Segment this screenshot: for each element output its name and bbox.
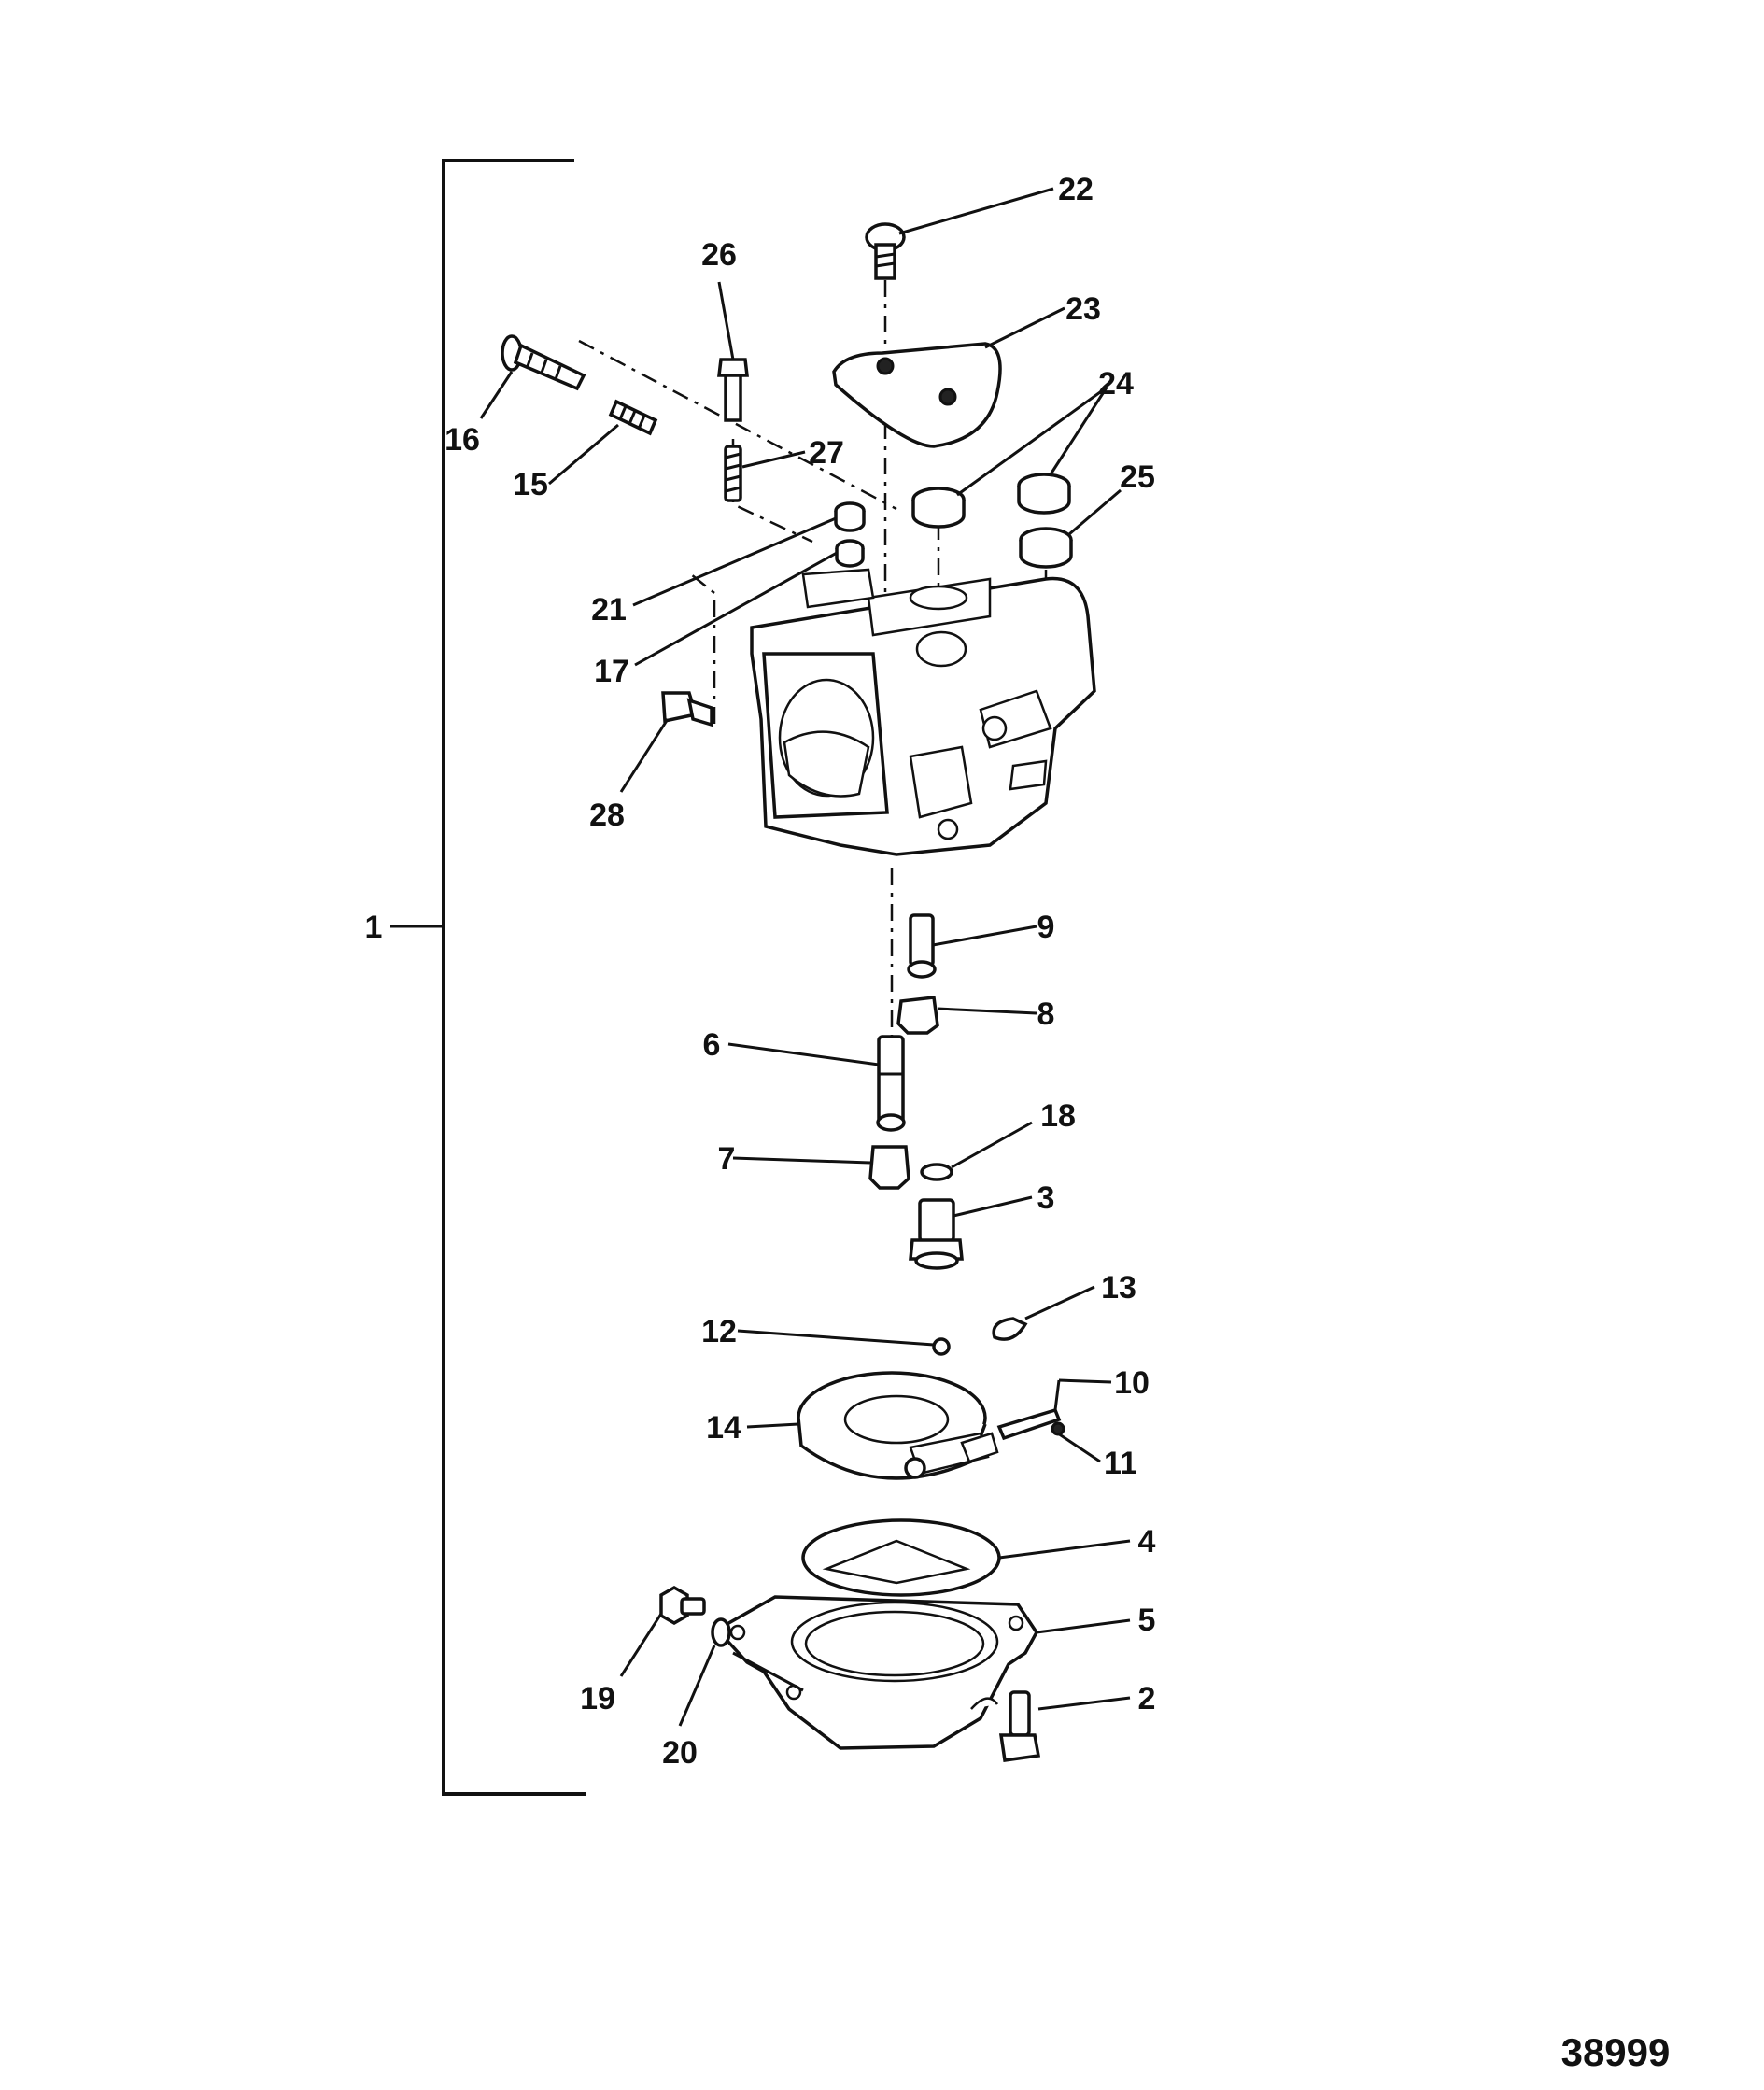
part-2-drain-screw bbox=[998, 1690, 1041, 1762]
assembly-axis-28 bbox=[690, 573, 716, 724]
part-23-cover-plate bbox=[832, 342, 1002, 448]
part-24-plugs bbox=[911, 473, 1071, 529]
callout-26: 26 bbox=[701, 237, 737, 273]
part-8-jet bbox=[896, 996, 939, 1035]
callout-9: 9 bbox=[1037, 910, 1055, 945]
callout-18: 18 bbox=[1040, 1098, 1076, 1134]
callout-17: 17 bbox=[594, 654, 629, 689]
part-18-washer bbox=[920, 1163, 953, 1181]
part-16-mixture-screw bbox=[501, 334, 586, 391]
part-11-screw bbox=[1051, 1421, 1065, 1436]
callout-27: 27 bbox=[809, 435, 844, 471]
callout-13: 13 bbox=[1101, 1270, 1136, 1306]
callout-22: 22 bbox=[1058, 172, 1094, 207]
part-5-float-bowl bbox=[714, 1595, 1039, 1750]
callout-21: 21 bbox=[591, 592, 627, 628]
figure-id: 38999 bbox=[1561, 2030, 1671, 2074]
callout-24: 24 bbox=[1098, 366, 1134, 402]
part-9-jet bbox=[907, 913, 937, 979]
callout-11: 11 bbox=[1104, 1446, 1137, 1481]
carburetor-body bbox=[750, 568, 1096, 856]
callout-10: 10 bbox=[1114, 1365, 1150, 1401]
assembly-bracket bbox=[442, 159, 586, 1796]
callout-19: 19 bbox=[580, 1681, 615, 1716]
callout-5: 5 bbox=[1138, 1603, 1156, 1638]
callout-23: 23 bbox=[1065, 291, 1101, 327]
part-10-float-pin bbox=[996, 1407, 1062, 1441]
part-14-float bbox=[797, 1371, 999, 1480]
part-27-spring bbox=[724, 445, 742, 502]
callout-2: 2 bbox=[1138, 1681, 1156, 1716]
part-26-screw bbox=[717, 358, 749, 422]
part-7-main-jet bbox=[868, 1145, 910, 1190]
callout-1: 1 bbox=[365, 910, 383, 945]
part-20-o-ring bbox=[711, 1617, 731, 1647]
part-3-jet-holder bbox=[909, 1198, 964, 1270]
callout-3: 3 bbox=[1037, 1180, 1055, 1216]
part-22-screw bbox=[865, 222, 906, 280]
callout-12: 12 bbox=[701, 1314, 737, 1349]
part-15-spring bbox=[608, 399, 658, 436]
part-17-seal bbox=[835, 539, 865, 568]
callout-20: 20 bbox=[662, 1735, 698, 1771]
callout-7: 7 bbox=[718, 1141, 736, 1177]
part-4-gasket bbox=[801, 1518, 1001, 1597]
part-25-plug bbox=[1019, 527, 1073, 569]
callout-labels: 1 2 3 4 5 6 7 8 9 10 11 12 13 14 15 16 1… bbox=[365, 172, 1156, 1771]
part-21-plug bbox=[834, 501, 866, 532]
leader-lines bbox=[479, 187, 1131, 1727]
part-6-emulsion-tube bbox=[876, 1035, 906, 1132]
part-28-plug bbox=[661, 691, 713, 727]
callout-16: 16 bbox=[445, 422, 480, 458]
part-19-screw bbox=[659, 1585, 706, 1626]
part-12-needle bbox=[932, 1337, 951, 1356]
callout-8: 8 bbox=[1037, 996, 1055, 1032]
callout-28: 28 bbox=[589, 798, 625, 833]
part-13-clip bbox=[992, 1317, 1028, 1341]
callout-6: 6 bbox=[703, 1027, 721, 1063]
assembly-axis-16 bbox=[578, 339, 897, 511]
callout-14: 14 bbox=[706, 1410, 741, 1446]
callout-4: 4 bbox=[1138, 1524, 1156, 1560]
callout-15: 15 bbox=[513, 467, 548, 502]
callout-25: 25 bbox=[1120, 459, 1155, 495]
